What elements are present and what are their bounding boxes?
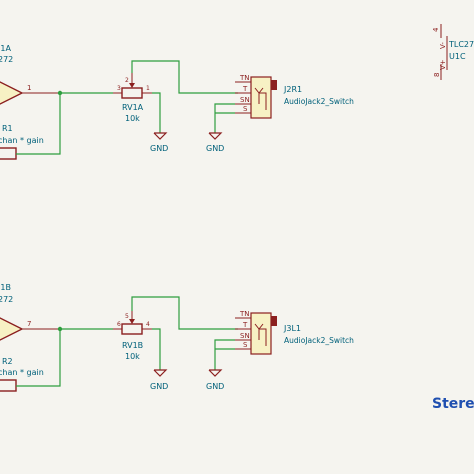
gnd-a-left-icon <box>153 132 168 140</box>
wire-b-feedback <box>16 329 61 387</box>
resistor-r1-value: chan * gain <box>0 136 44 145</box>
resistor-r2-value: chan * gain <box>0 368 44 377</box>
wire-a-feedback <box>16 93 61 155</box>
wire-a-jack-gnd <box>214 103 235 133</box>
wire-b-jack-gnd <box>214 339 235 370</box>
opamp-a-out-pin-number: 1 <box>27 84 31 92</box>
jack-j3l1-value: AudioJack2_Switch <box>284 336 354 345</box>
u1c-pin-bottom-number: 8 <box>433 73 441 77</box>
pot-rv1a-ref: RV1A <box>122 103 144 112</box>
pot-rv1b-value: 10k <box>125 352 140 361</box>
wire-a-pot-gnd <box>152 92 161 133</box>
channel-b: J1B 272 7 R2 chan * gain 6 5 4 RV1B 10k … <box>0 283 354 392</box>
jack-b-switch-contact <box>254 323 264 330</box>
u1c-ref: TLC27 <box>448 40 474 49</box>
gnd-b-right-label: GND <box>206 382 224 391</box>
u1c-vminus-label: V- <box>439 42 447 49</box>
jack-j2r1-value: AudioJack2_Switch <box>284 97 354 106</box>
gnd-b-left-label: GND <box>150 382 168 391</box>
pot-a-wiper-arrow <box>129 83 135 88</box>
u1c-pin-top-number: 4 <box>432 27 440 32</box>
opamp-a-symbol[interactable] <box>0 80 24 106</box>
pot-b-pin-right-number: 4 <box>146 321 150 328</box>
pot-b-pin-left-number: 6 <box>117 321 121 328</box>
opamp-a-value: 272 <box>0 55 13 64</box>
gnd-b-right-icon <box>208 369 223 377</box>
resistor-r2-ref: R2 <box>2 357 13 366</box>
opamp-b-value: 272 <box>0 295 13 304</box>
pot-a-pin-left-number: 3 <box>117 85 121 92</box>
jack-b-pin-t-label: T <box>242 321 248 329</box>
u1c-vplus-label: V+ <box>439 59 447 70</box>
pot-rv1a-value: 10k <box>125 114 140 123</box>
jack-b-pin-sn-label: SN <box>240 332 250 340</box>
gnd-a-right-icon <box>208 132 223 140</box>
jack-b-pin-tn-label: TN <box>239 310 250 318</box>
jack-j2r1-ref: J2R1 <box>283 85 302 94</box>
opamp-b-out-pin-number: 7 <box>27 320 31 328</box>
gnd-a-left-label: GND <box>150 144 168 153</box>
wire-b-wiper-to-jack <box>131 296 238 330</box>
jack-a-pin-s-label: S <box>243 105 248 113</box>
opamp-b-ref: J1B <box>0 283 11 292</box>
pot-a-pin-wiper-number: 2 <box>125 77 129 84</box>
jack-b-pin-s-label: S <box>243 341 248 349</box>
pot-rv1b-ref: RV1B <box>122 341 143 350</box>
jack-a-switch-contact <box>254 87 264 94</box>
opamp-b-symbol[interactable] <box>0 316 24 342</box>
wire-a-wiper-to-jack <box>131 60 238 94</box>
resistor-r1-ref: R1 <box>2 124 13 133</box>
pot-a-pin-right-number: 1 <box>146 85 150 92</box>
jack-b-sleeve-icon <box>271 316 277 326</box>
jack-a-tip-contact <box>258 92 267 110</box>
jack-a-pin-t-label: T <box>242 85 248 93</box>
jack-b-body <box>250 312 272 355</box>
jack-a-pin-sn-label: SN <box>240 96 250 104</box>
power-unit-u1c[interactable]: 4 8 V- V+ TLC27 U1C <box>432 24 474 80</box>
wire-b-pot-gnd <box>152 328 161 370</box>
gnd-a-right-label: GND <box>206 144 224 153</box>
jack-j2r1[interactable]: TN T SN S <box>235 74 277 119</box>
jack-a-pin-tn-label: TN <box>239 74 250 82</box>
channel-a: J1A 272 1 R1 chan * gain 3 2 1 RV1A 10k … <box>0 44 354 160</box>
pot-b-pin-wiper-number: 5 <box>125 313 129 320</box>
u1c-unit: U1C <box>449 52 466 61</box>
sheet-title-text: Stere <box>432 396 474 412</box>
jack-b-tip-contact <box>258 328 267 346</box>
jack-j3l1[interactable]: TN T SN S <box>235 310 277 355</box>
pot-b-wiper-arrow <box>129 319 135 324</box>
jack-a-body <box>250 76 272 119</box>
opamp-a-ref: J1A <box>0 44 11 53</box>
gnd-b-left-icon <box>153 369 168 377</box>
jack-j3l1-ref: J3L1 <box>283 324 301 333</box>
jack-a-sleeve-icon <box>271 80 277 90</box>
